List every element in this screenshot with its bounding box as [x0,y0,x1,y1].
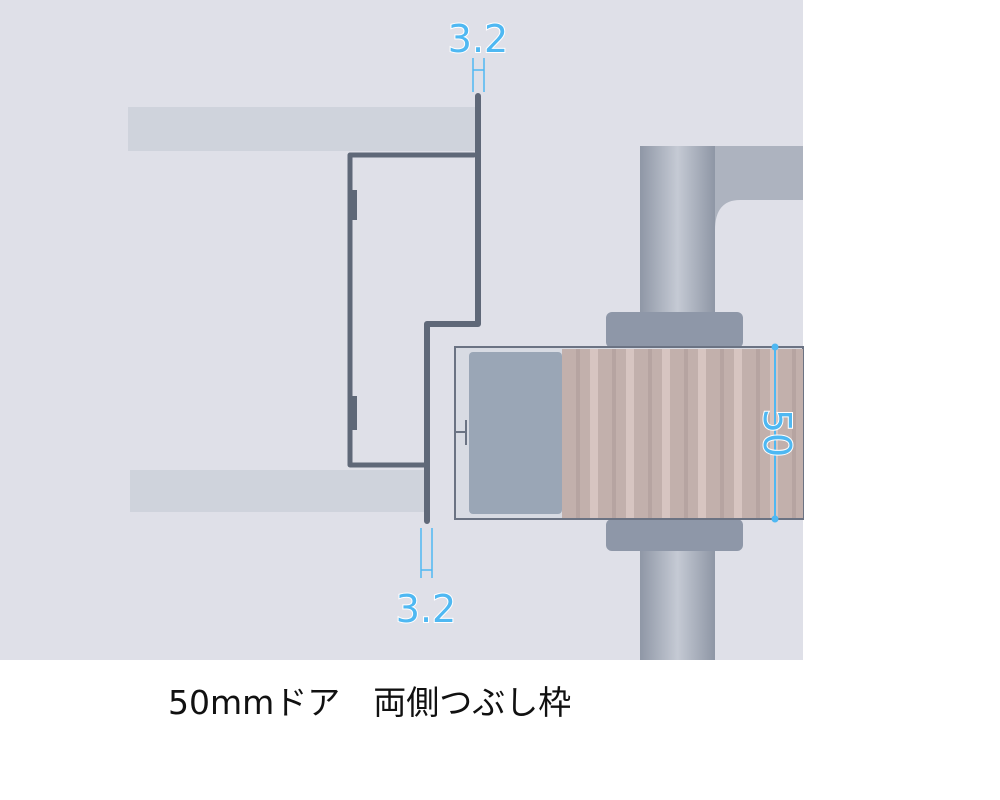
dimension-label-door: 50 [755,409,799,457]
dimension-label-bottom: 3.2 [396,587,456,631]
dimension-bottom [420,528,433,578]
door-leaf [454,346,804,520]
frame-profile [347,93,481,524]
caption: 50mmドア 両側つぶし枠 [168,683,572,722]
door-core [562,349,803,518]
wall-bottom [130,470,425,512]
dimension-top [472,58,485,92]
door-edge-panel [469,352,562,514]
dimension-label-top: 3.2 [448,17,508,61]
wall-top [128,107,475,151]
dimension-door-thickness [771,343,779,523]
